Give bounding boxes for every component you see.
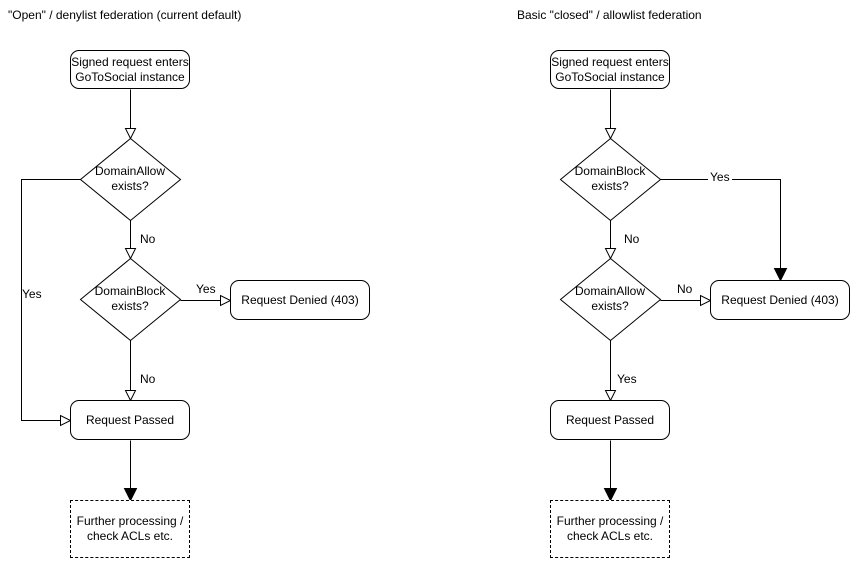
open-arrowhead-icon [124, 390, 137, 402]
open-arrowhead-icon [124, 248, 137, 260]
edge-left-decision2-no [124, 340, 137, 402]
right-passed-node: Request Passed [550, 400, 670, 440]
edge-left-decision1-yes [21, 179, 81, 427]
open-arrowhead-icon [604, 248, 617, 260]
left-denied-node: Request Denied (403) [230, 280, 370, 320]
left-chart-title: "Open" / denylist federation (current de… [8, 8, 242, 22]
right-chart-title: Basic "closed" / allowlist federation [517, 8, 702, 22]
right-decision1-no-label: No [624, 232, 640, 246]
filled-arrowhead-icon [773, 268, 788, 282]
filled-arrowhead-icon [123, 488, 138, 502]
left-decision2-yes-label: Yes [196, 282, 216, 296]
left-decision1-no-label: No [140, 232, 156, 246]
edge-left-start-to-decision1 [124, 89, 137, 140]
edge-left-decision2-yes [180, 294, 232, 307]
edge-right-decision2-yes [604, 340, 617, 402]
right-decision2-label: DomainAllow exists? [574, 284, 646, 313]
open-arrowhead-icon [604, 128, 617, 140]
edge-left-passed-to-further [123, 440, 138, 502]
open-arrowhead-icon [124, 128, 137, 140]
open-arrowhead-icon [604, 390, 617, 402]
right-decision2-yes-label: Yes [617, 372, 637, 386]
left-further-node: Further processing / check ACLs etc. [70, 500, 190, 558]
filled-arrowhead-icon [603, 488, 618, 502]
open-arrowhead-icon [700, 294, 712, 307]
edge-right-decision2-no [660, 294, 712, 307]
edge-left-decision1-no [124, 220, 137, 260]
edge-right-decision1-no [604, 220, 617, 260]
right-denied-node: Request Denied (403) [710, 280, 850, 320]
left-decision2-label: DomainBlock exists? [94, 284, 166, 313]
left-start-node: Signed request enters GoToSocial instanc… [70, 50, 190, 89]
right-decision2-no-label: No [677, 282, 693, 296]
left-decision2-no-label: No [140, 372, 156, 386]
right-start-node: Signed request enters GoToSocial instanc… [550, 50, 670, 89]
open-arrowhead-icon [220, 294, 232, 307]
right-decision1-label: DomainBlock exists? [574, 164, 646, 193]
open-arrowhead-icon [60, 414, 72, 427]
right-further-node: Further processing / check ACLs etc. [550, 500, 670, 558]
right-decision1-yes-label: Yes [708, 170, 732, 184]
edge-right-start-to-decision1 [604, 89, 617, 140]
left-decision1-label: DomainAllow exists? [94, 164, 166, 193]
left-passed-node: Request Passed [70, 400, 190, 440]
left-decision1-yes-label: Yes [22, 287, 42, 301]
edge-right-passed-to-further [603, 440, 618, 502]
edge-right-decision1-yes [660, 179, 788, 282]
